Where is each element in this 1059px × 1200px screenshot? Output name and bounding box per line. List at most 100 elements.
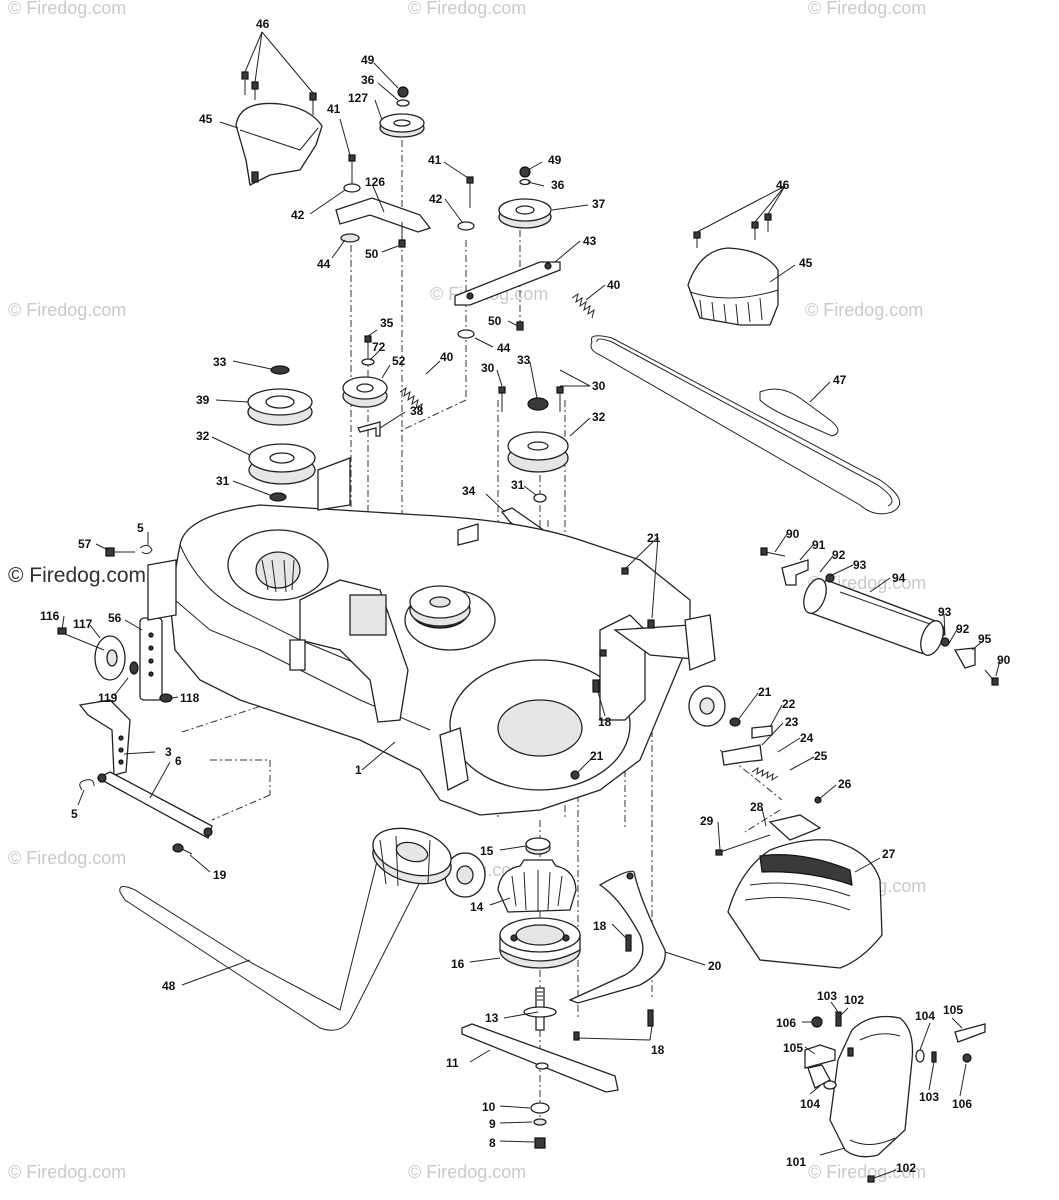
callout: 32 [592, 410, 606, 424]
callout: 31 [216, 474, 230, 488]
callout: 101 [786, 1155, 806, 1169]
callout: 25 [814, 749, 828, 763]
callout: 14 [470, 900, 484, 914]
callout: 1 [355, 763, 362, 777]
deck-link-6 [79, 771, 213, 855]
callout: 27 [882, 847, 896, 861]
callout: 3 [165, 745, 172, 759]
callout: 39 [196, 393, 210, 407]
callout: 50 [365, 247, 379, 261]
callout: 34 [462, 484, 476, 498]
callout: 49 [548, 153, 562, 167]
watermark: © Firedog.com [8, 1162, 127, 1182]
callout: 33 [517, 353, 531, 367]
deck-idler-on-deck [409, 585, 471, 627]
callout: 46 [776, 178, 790, 192]
callout: 21 [758, 685, 772, 699]
callout: 104 [800, 1097, 820, 1111]
idler-arm-43 [454, 261, 561, 339]
callout: 24 [800, 731, 814, 745]
callout: 92 [956, 622, 970, 636]
callout: 93 [853, 558, 867, 572]
callout: 48 [162, 979, 176, 993]
callout: 72 [372, 340, 386, 354]
callout: 19 [213, 868, 227, 882]
callout: 5 [137, 521, 144, 535]
mower-deck-1 [169, 457, 726, 898]
spindle-housing-14 [497, 837, 577, 913]
callout: 23 [785, 715, 799, 729]
callout: 18 [651, 1043, 665, 1057]
callout: 40 [607, 278, 621, 292]
callout: 117 [73, 617, 93, 631]
callout: 9 [489, 1117, 496, 1131]
callout: 42 [291, 208, 305, 222]
callout: 35 [380, 316, 394, 330]
callout: 45 [199, 112, 213, 126]
callout: 13 [485, 1011, 499, 1025]
callout: 104 [915, 1009, 935, 1023]
mower-blade-11 [461, 1023, 619, 1093]
idler-pulley-127 [379, 86, 425, 138]
callout: 106 [952, 1097, 972, 1111]
belt-cover-left [235, 102, 323, 186]
watermark: © Firedog.com [805, 300, 924, 320]
callout: 30 [481, 361, 495, 375]
deck-roller-94 [760, 547, 999, 686]
callout: 46 [256, 17, 270, 31]
watermark: © Firedog.com [8, 848, 127, 868]
callout: 33 [213, 355, 227, 369]
callout: 102 [844, 993, 864, 1007]
watermark: © Firedog.com [8, 0, 127, 18]
callout: 22 [782, 697, 796, 711]
chute-support-20 [568, 870, 666, 1041]
watermark: © Firedog.com [808, 0, 927, 18]
callout: 29 [700, 814, 714, 828]
callout: 38 [410, 404, 424, 418]
callout: 56 [108, 611, 122, 625]
callout: 41 [327, 102, 341, 116]
callout: 43 [583, 234, 597, 248]
callout: 10 [482, 1100, 496, 1114]
callout: 94 [892, 571, 906, 585]
callout-labels: 46 49 36 127 45 41 126 42 44 50 41 49 36… [40, 17, 1011, 1175]
spring-40-upper [571, 292, 595, 319]
callout: 95 [978, 632, 992, 646]
callout: 40 [440, 350, 454, 364]
callout: 105 [783, 1041, 803, 1055]
callout: 28 [750, 800, 764, 814]
callout: 44 [497, 341, 511, 355]
callout: 18 [593, 919, 607, 933]
callout: 47 [833, 373, 847, 387]
callout: 93 [938, 605, 952, 619]
callout: 90 [786, 527, 800, 541]
callout: 42 [429, 192, 443, 206]
callout: 106 [776, 1016, 796, 1030]
callout: 20 [708, 959, 722, 973]
callout: 36 [551, 178, 565, 192]
callout: 92 [832, 548, 846, 562]
blade-hardware [530, 1102, 550, 1149]
callout: 119 [98, 691, 118, 705]
callout: 116 [40, 609, 60, 623]
screws [241, 71, 317, 115]
callout: 103 [817, 989, 837, 1003]
spindle-pulley-stack-left [247, 365, 316, 502]
callout: 16 [451, 957, 465, 971]
spindle-shaft-13 [523, 987, 557, 1031]
watermark: © Firedog.com [408, 1162, 527, 1182]
callout: 102 [896, 1161, 916, 1175]
callout: 41 [428, 153, 442, 167]
callout: 45 [799, 256, 813, 270]
callout: 118 [180, 691, 200, 705]
watermark: © Firedog.com [8, 300, 127, 320]
drive-belt-47 [590, 335, 901, 515]
callout: 105 [943, 1003, 963, 1017]
callout: 18 [598, 715, 612, 729]
callout: 50 [488, 314, 502, 328]
callout: 90 [997, 653, 1011, 667]
deck-belt-48 [119, 827, 452, 1031]
spindle-shield-16 [499, 917, 581, 969]
idler-bracket-126 [335, 154, 432, 248]
